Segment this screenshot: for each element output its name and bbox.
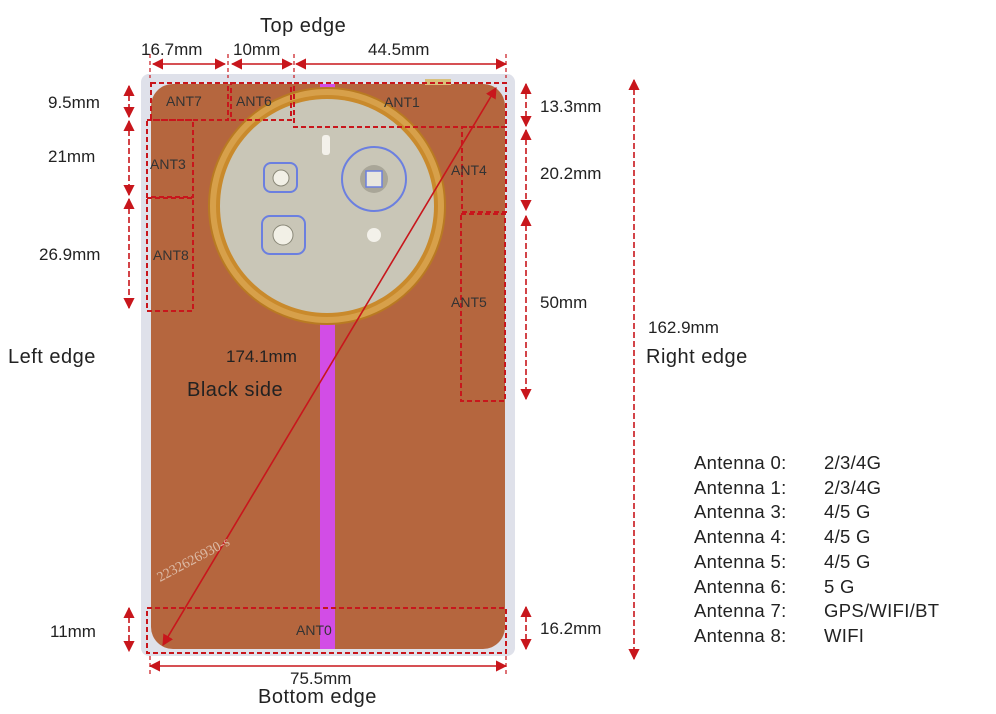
- ant1-tag: ANT1: [384, 94, 420, 110]
- legend-antenna-name: Antenna 3: [694, 500, 824, 525]
- ant6-tag: ANT6: [236, 93, 272, 109]
- legend-row: Antenna 8WIFI: [694, 624, 939, 649]
- bottom-edge-label: Bottom edge: [258, 686, 377, 708]
- dim-right-low: 50mm: [540, 293, 588, 312]
- ant4-tag: ANT4: [451, 162, 487, 178]
- dim-top-right: 44.5mm: [368, 40, 430, 59]
- antenna-legend: Antenna 02/3/4G Antenna 12/3/4G Antenna …: [694, 451, 939, 649]
- dim-left-low: 26.9mm: [39, 245, 101, 264]
- legend-antenna-bands: 2/3/4G: [824, 452, 882, 473]
- legend-row: Antenna 44/5 G: [694, 525, 939, 550]
- left-edge-label: Left edge: [8, 346, 96, 368]
- camera-plate: [220, 99, 434, 313]
- dim-left-mid: 21mm: [48, 147, 96, 166]
- legend-antenna-bands: 5 G: [824, 575, 855, 597]
- legend-antenna-bands: 2/3/4G: [824, 476, 882, 498]
- legend-row: Antenna 65 G: [694, 575, 939, 600]
- dim-total-height: 162.9mm: [648, 318, 719, 337]
- ant3-tag: ANT3: [150, 156, 186, 172]
- legend-antenna-bands: WIFI: [824, 624, 865, 646]
- ant0-tag: ANT0: [296, 622, 332, 638]
- dim-bottom: 75.5mm: [290, 669, 352, 688]
- legend-row: Antenna 12/3/4G: [694, 476, 939, 501]
- legend-antenna-name: Antenna 4: [694, 525, 824, 550]
- dimension-lines: [123, 58, 640, 672]
- legend-row: Antenna 02/3/4G: [694, 451, 939, 476]
- legend-row: Antenna 54/5 G: [694, 550, 939, 575]
- legend-antenna-name: Antenna 8: [694, 624, 824, 649]
- dim-top-mid: 10mm: [233, 40, 281, 59]
- legend-antenna-bands: 4/5 G: [824, 501, 871, 523]
- right-edge-label: Right edge: [646, 346, 748, 368]
- legend-antenna-name: Antenna 5: [694, 550, 824, 575]
- legend-antenna-name: Antenna 6: [694, 575, 824, 600]
- top-edge-label: Top edge: [260, 15, 347, 37]
- black-side-label: Black side: [187, 379, 284, 401]
- legend-antenna-bands: GPS/WIFI/BT: [824, 600, 940, 622]
- legend-antenna-name: Antenna 1: [694, 476, 824, 501]
- legend-antenna-name: Antenna 7: [694, 599, 824, 624]
- dim-left-bottom: 11mm: [50, 622, 96, 641]
- ant5-tag: ANT5: [451, 294, 487, 310]
- legend-antenna-name: Antenna 0: [694, 451, 824, 476]
- legend-antenna-bands: 4/5 G: [824, 526, 871, 548]
- legend-row: Antenna 7GPS/WIFI/BT: [694, 599, 939, 624]
- dim-top-left: 16.7mm: [141, 40, 203, 59]
- ant8-tag: ANT8: [153, 247, 189, 263]
- legend-row: Antenna 34/5 G: [694, 500, 939, 525]
- dim-diagonal: 174.1mm: [226, 347, 297, 366]
- dim-right-mid: 20.2mm: [540, 164, 602, 183]
- dim-right-top: 13.3mm: [540, 97, 602, 116]
- dim-left-top: 9.5mm: [48, 93, 100, 112]
- ant7-tag: ANT7: [166, 93, 202, 109]
- legend-antenna-bands: 4/5 G: [824, 550, 871, 572]
- dim-right-bottom: 16.2mm: [540, 619, 602, 638]
